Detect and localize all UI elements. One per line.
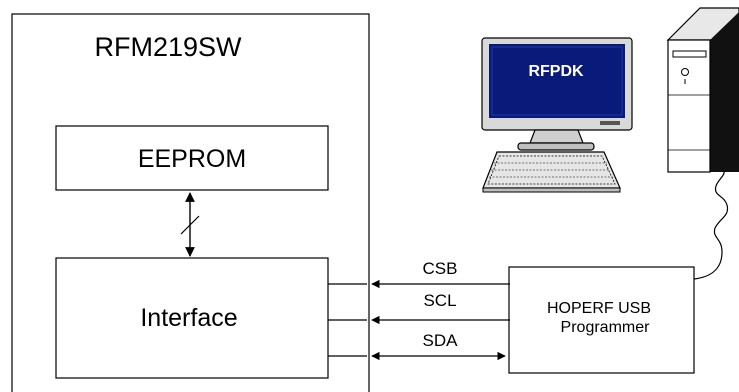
eeprom-block: [55, 125, 329, 191]
interface-label: Interface: [140, 304, 237, 332]
bus-arrow-icon: [180, 192, 200, 257]
usb-cable-icon: [693, 167, 729, 280]
interface-block: [55, 257, 329, 379]
chip-title: RFM219SW: [94, 32, 242, 62]
chip-outline: [11, 13, 370, 392]
pc-tower-icon: [666, 7, 739, 173]
programmer-label-line1: HOPERF USB: [547, 300, 651, 317]
eeprom-label: EEPROM: [138, 145, 246, 173]
monitor-icon: [481, 37, 633, 151]
scl-label: SCL: [423, 291, 456, 310]
sda-label: SDA: [423, 331, 459, 350]
csb-label: CSB: [423, 259, 458, 278]
programmer-label-line2: Programmer: [561, 319, 651, 336]
screen-label: RFPDK: [528, 63, 584, 80]
keyboard-icon: [482, 151, 621, 193]
programmer-block: [508, 266, 695, 374]
